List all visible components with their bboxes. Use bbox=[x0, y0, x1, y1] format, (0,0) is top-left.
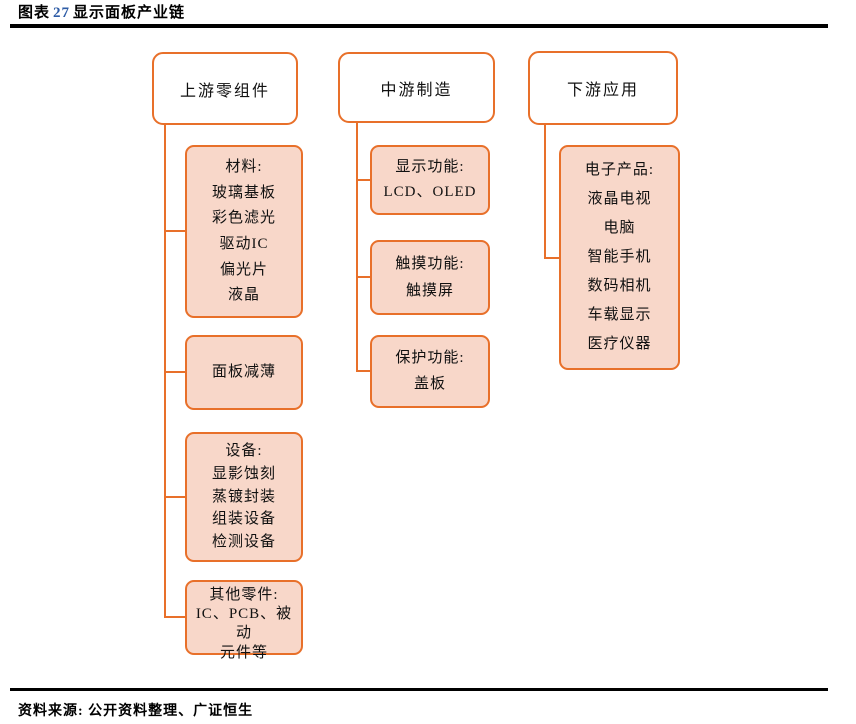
top-divider-rule bbox=[10, 24, 828, 28]
box-line: 检测设备 bbox=[211, 534, 276, 551]
upstream-branch-line-3 bbox=[164, 496, 185, 498]
bottom-divider-rule bbox=[10, 688, 828, 691]
downstream-branch-line-1 bbox=[544, 257, 559, 259]
midstream-header-label: 中游制造 bbox=[380, 81, 453, 99]
upstream-box-other-parts: 其他零件: IC、PCB、被动 元件等 bbox=[185, 580, 303, 661]
upstream-header-label: 上游零组件 bbox=[179, 82, 270, 100]
box-line: 液晶电视 bbox=[587, 191, 652, 208]
upstream-header-box: 上游零组件 bbox=[152, 52, 298, 125]
downstream-header-box: 下游应用 bbox=[528, 51, 678, 125]
box-line: 触摸功能: bbox=[395, 255, 465, 272]
box-line: 玻璃基板 bbox=[211, 184, 276, 201]
upstream-box-equipment: 设备: 显影蚀刻 蒸镀封装 组装设备 检测设备 bbox=[185, 432, 303, 562]
box-line: IC、PCB、被动 bbox=[195, 605, 293, 642]
source-note: 资料来源: 公开资料整理、广证恒生 bbox=[18, 704, 254, 719]
box-line: 设备: bbox=[225, 443, 263, 460]
upstream-branch-line-4 bbox=[164, 616, 185, 618]
box-line: 面板减薄 bbox=[211, 364, 276, 381]
box-line: 数码相机 bbox=[587, 278, 652, 295]
downstream-box-electronics: 电子产品: 液晶电视 电脑 智能手机 数码相机 车载显示 医疗仪器 bbox=[559, 145, 680, 370]
upstream-box-materials: 材料: 玻璃基板 彩色滤光 驱动IC 偏光片 液晶 bbox=[185, 145, 303, 318]
box-line: 电脑 bbox=[603, 220, 636, 237]
box-line: 组装设备 bbox=[211, 511, 276, 528]
box-line: 电子产品: bbox=[584, 162, 655, 179]
box-line: 显示功能: bbox=[395, 158, 465, 175]
midstream-header-box: 中游制造 bbox=[338, 52, 495, 123]
midstream-branch-line-3 bbox=[356, 370, 370, 372]
figure-title-prefix: 图表 bbox=[18, 5, 51, 21]
box-line: 驱动IC bbox=[219, 235, 269, 252]
midstream-trunk-line bbox=[356, 123, 358, 372]
downstream-trunk-line bbox=[544, 125, 546, 259]
midstream-box-display: 显示功能: LCD、OLED bbox=[370, 145, 490, 215]
box-line: 车载显示 bbox=[587, 307, 652, 324]
box-line: 彩色滤光 bbox=[211, 210, 276, 227]
box-line: 保护功能: bbox=[395, 349, 465, 366]
box-line: 材料: bbox=[225, 158, 263, 175]
box-line: 显影蚀刻 bbox=[211, 465, 276, 482]
box-line: 蒸镀封装 bbox=[211, 488, 276, 505]
midstream-box-touch: 触摸功能: 触摸屏 bbox=[370, 240, 490, 315]
downstream-header-label: 下游应用 bbox=[566, 82, 639, 99]
upstream-branch-line-1 bbox=[164, 230, 185, 232]
box-line: 医疗仪器 bbox=[587, 336, 652, 353]
box-line: 其他零件: bbox=[209, 587, 279, 603]
box-line: 盖板 bbox=[413, 376, 446, 393]
figure-number: 27 bbox=[53, 5, 71, 21]
box-line: 元件等 bbox=[219, 644, 268, 661]
midstream-branch-line-2 bbox=[356, 276, 370, 278]
box-line: 触摸屏 bbox=[405, 282, 454, 299]
box-line: 智能手机 bbox=[587, 249, 652, 266]
upstream-box-panel-thinning: 面板减薄 bbox=[185, 335, 303, 410]
upstream-branch-line-2 bbox=[164, 371, 185, 373]
midstream-box-protection: 保护功能: 盖板 bbox=[370, 335, 490, 408]
box-line: 液晶 bbox=[227, 287, 260, 304]
figure-title-text: 显示面板产业链 bbox=[73, 5, 186, 21]
box-line: 偏光片 bbox=[219, 261, 268, 278]
midstream-branch-line-1 bbox=[356, 179, 370, 181]
box-line: LCD、OLED bbox=[383, 184, 477, 201]
